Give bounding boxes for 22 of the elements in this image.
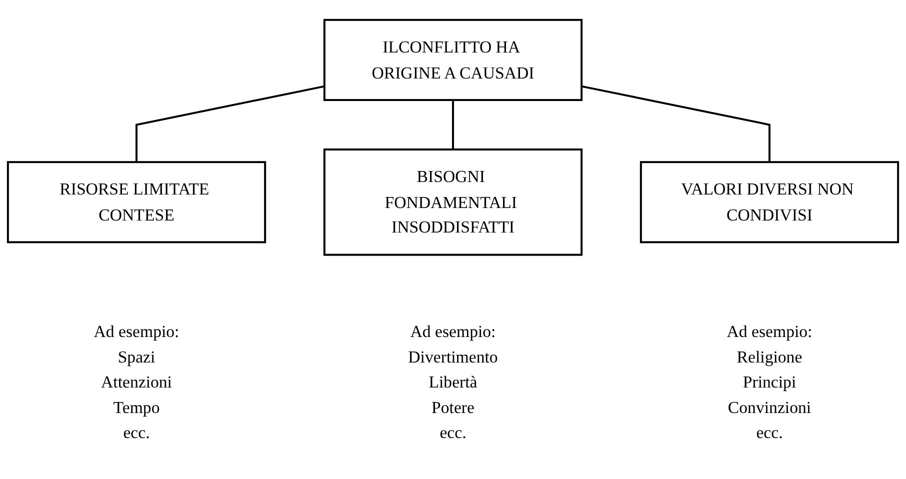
node-label: Attenzioni [101,372,172,391]
node-label: Ad esempio: [726,322,812,340]
node-label: Divertimento [408,346,498,366]
node-label: Principi [742,372,796,391]
node-label: Religione [736,346,802,366]
node-label: ecc. [123,422,150,442]
node-label: Ad esempio: [410,322,496,340]
node-box: VALORI DIVERSI NON CONDIVISI [640,160,900,243]
connector [452,100,454,149]
node-label: Convinzioni [728,397,812,416]
connector [136,84,325,162]
node-box: BISOGNI FONDAMENTALI INSODDISFATTI [323,148,583,256]
node-label: Spazi [118,346,156,366]
node-label: ecc. [440,422,466,442]
node-box: ILCONFLITTO HA ORIGINE A CAUSADI [323,18,583,101]
node-label: ecc. [756,422,783,442]
connector [581,84,770,162]
node-label: Potere [432,397,474,416]
node-box: RISORSE LIMITATE CONTESE [6,160,266,243]
node-label: Ad esempio: [94,322,180,340]
node-label: Libertà [428,372,478,391]
node-label: Tempo [113,397,160,416]
